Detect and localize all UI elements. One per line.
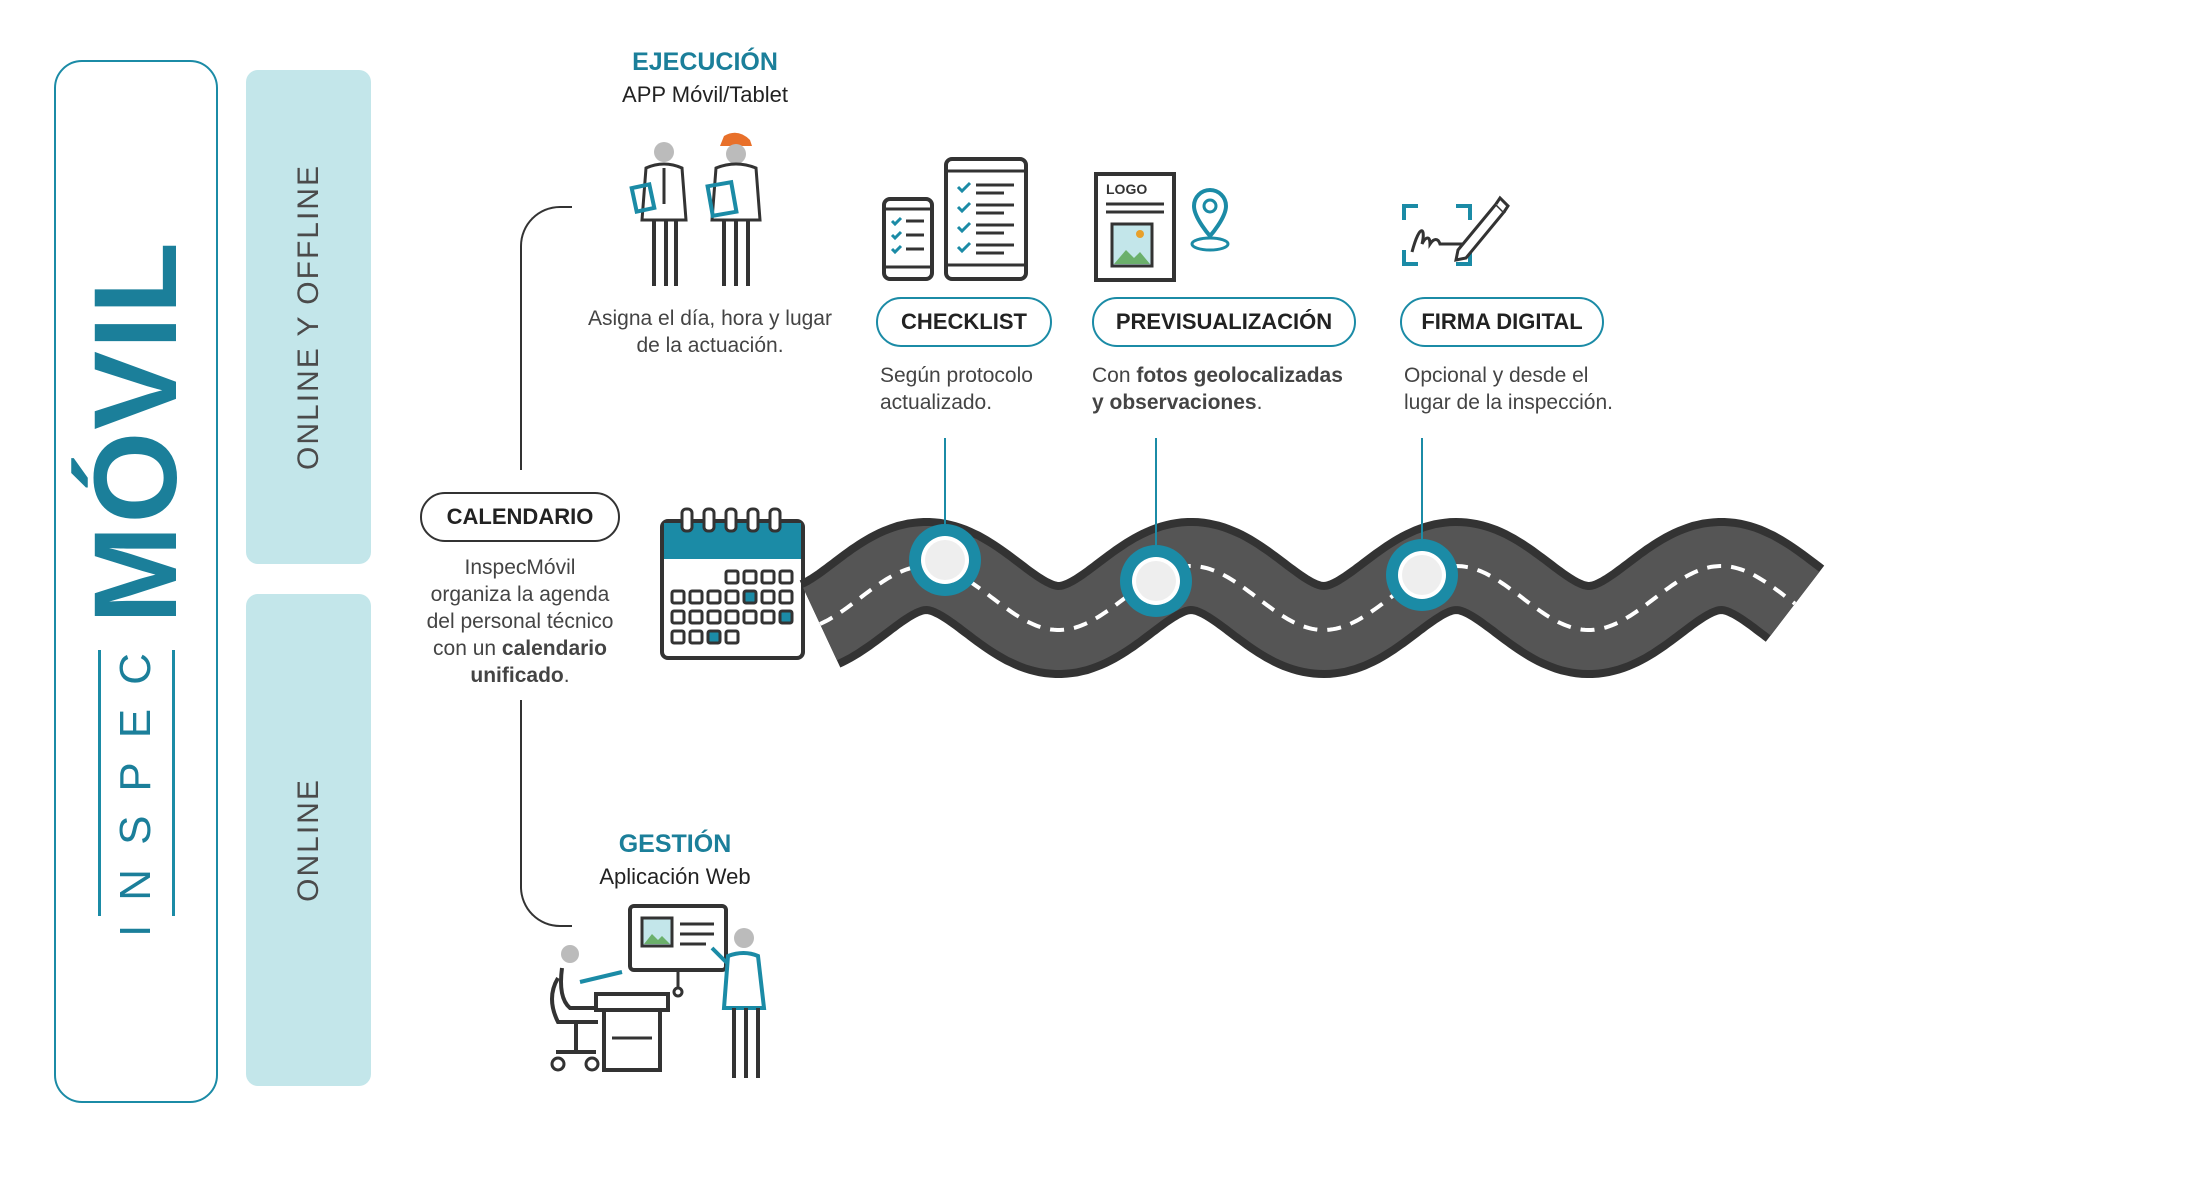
connector-checklist (944, 438, 946, 524)
logo-text: LOGO (1106, 181, 1147, 197)
ejecucion-title: EJECUCIÓN (632, 48, 778, 76)
calendario-line1: InspecMóvil (464, 556, 576, 579)
previsualizacion-description: Con fotos geolocalizadas y observaciones… (1092, 362, 1392, 416)
band-online-offline-label: ONLINE Y OFFLINE (291, 164, 325, 470)
calendar-day-cell (778, 609, 794, 625)
band-online-offline: ONLINE Y OFFLINE (246, 70, 371, 564)
brand-prefix-rule-left (98, 650, 101, 916)
field-technicians-icon (629, 132, 762, 286)
calendario-line4: con un calendario (405, 635, 635, 662)
calendario-pill: CALENDARIO (420, 492, 620, 542)
milestone-marker-previsualizacion (1120, 545, 1192, 617)
firma-description: Opcional y desde el lugar de la inspecci… (1404, 362, 1704, 416)
brand-frame (54, 60, 218, 1103)
milestone-marker-firma (1386, 539, 1458, 611)
calendar-day-cell (706, 629, 722, 645)
previsualizacion-line2-post: . (1256, 391, 1263, 414)
calendar-day-cell (778, 589, 794, 605)
calendar-day-cell (670, 589, 686, 605)
calendar-day-cell (760, 609, 776, 625)
previsualizacion-line1-pre: Con (1092, 364, 1137, 387)
band-online-label: ONLINE (291, 778, 325, 902)
calendar-day-cell (670, 609, 686, 625)
checklist-line1: Según protocolo (880, 364, 1033, 387)
calendar-day-cell (724, 589, 740, 605)
firma-pill: FIRMA DIGITAL (1400, 297, 1604, 347)
brand-name: MÓVIL (70, 240, 202, 624)
milestone-marker-checklist (909, 524, 981, 596)
ejecucion-desc-line1: Asigna el día, hora y lugar (588, 307, 832, 330)
mobile-tablet-checklist-icon (882, 157, 1028, 281)
previsualizacion-line1: Con fotos geolocalizadas (1092, 362, 1392, 389)
connector-previsualizacion (1155, 438, 1157, 545)
previsualizacion-pill: PREVISUALIZACIÓN (1092, 297, 1356, 347)
brand-prefix-rule-right (172, 650, 175, 916)
ejecucion-description: Asigna el día, hora y lugar de la actuac… (560, 305, 860, 359)
calendario-line5-post: . (563, 664, 570, 687)
previsualizacion-line2-bold: y observaciones (1092, 391, 1257, 414)
previsualizacion-line1-bold: fotos geolocalizadas (1136, 364, 1343, 387)
checklist-line2: actualizado. (880, 391, 993, 414)
calendar-day-cell (760, 589, 776, 605)
calendar-day-cell (670, 629, 686, 645)
calendar-day-cell (688, 629, 704, 645)
calendario-line5: unificado. (405, 662, 635, 689)
calendar-day-cell (724, 569, 740, 585)
band-online: ONLINE (246, 594, 371, 1086)
ejecucion-desc-line2: de la actuación. (636, 334, 784, 357)
digital-signature-icon (1402, 195, 1510, 266)
calendario-line3: del personal técnico (426, 610, 614, 633)
calendario-line4-pre: con un (433, 637, 502, 660)
road-path (799, 517, 1825, 679)
calendar-day-cell (706, 589, 722, 605)
firma-line1: Opcional y desde el (1404, 364, 1589, 387)
web-presentation-icon (550, 904, 767, 1078)
calendar-icon (660, 507, 805, 660)
calendar-day-cell (688, 609, 704, 625)
brand-prefix: INSPEC (111, 629, 160, 937)
calendario-description: InspecMóvil organiza la agenda del perso… (405, 554, 635, 689)
calendario-line2: organiza la agenda (430, 583, 610, 606)
checklist-pill: CHECKLIST (876, 297, 1052, 347)
calendar-day-cell (742, 609, 758, 625)
calendar-day-cell (760, 569, 776, 585)
checklist-description: Según protocolo actualizado. (880, 362, 1080, 416)
previsualizacion-line2: y observaciones. (1092, 389, 1392, 416)
calendario-line4-bold: calendario (501, 637, 607, 660)
calendar-day-cell (742, 589, 758, 605)
firma-line2: lugar de la inspección. (1404, 391, 1613, 414)
document-location-icon: LOGO (1094, 172, 1230, 282)
calendar-day-cell (724, 609, 740, 625)
calendar-day-cell (724, 629, 740, 645)
calendario-line5-bold: unificado (470, 664, 564, 687)
calendar-day-cell (742, 569, 758, 585)
gestion-title: GESTIÓN (618, 830, 732, 858)
ejecucion-subtitle: APP Móvil/Tablet (622, 82, 788, 107)
gestion-subtitle: Aplicación Web (599, 864, 751, 889)
connector-firma (1421, 438, 1423, 539)
calendar-day-cell (688, 589, 704, 605)
calendar-day-cell (778, 569, 794, 585)
brace-bottom (520, 700, 572, 927)
calendar-day-cell (706, 609, 722, 625)
